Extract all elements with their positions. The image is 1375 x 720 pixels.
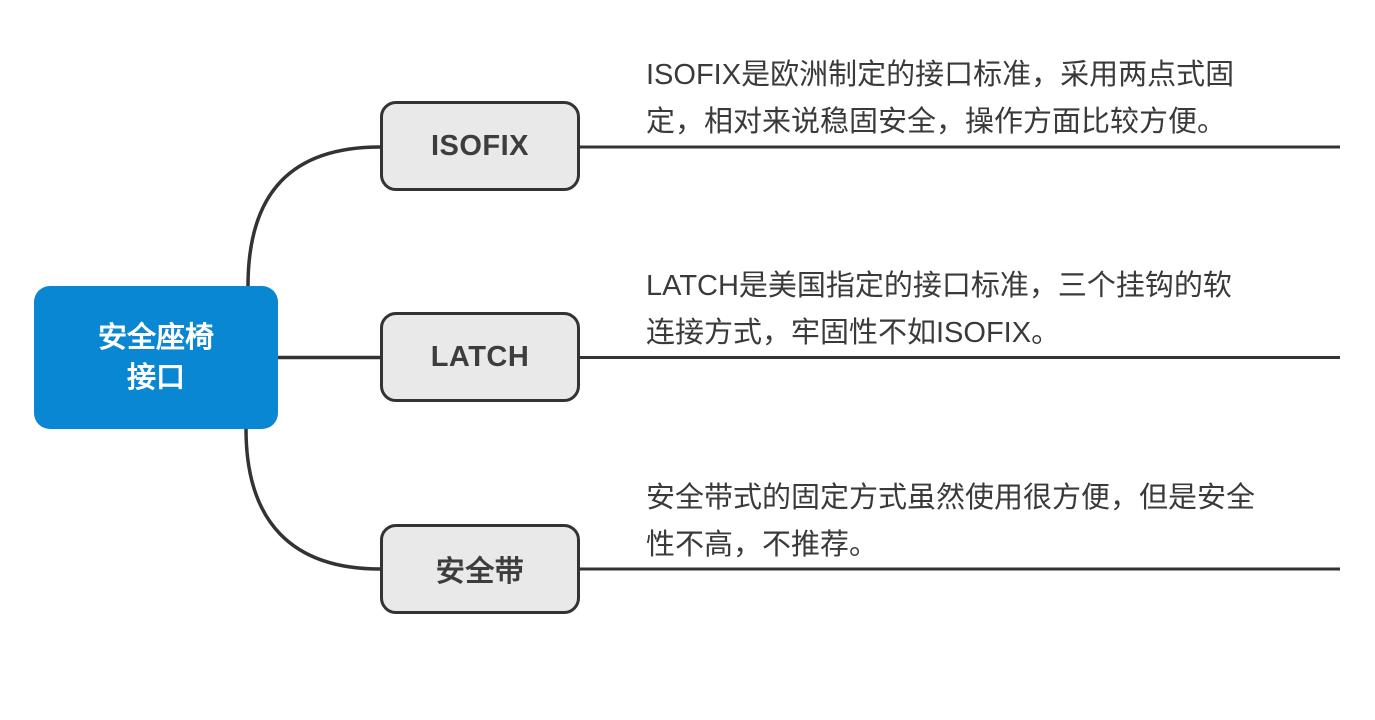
subtopic-seatbelt-description[interactable]: 安全带式的固定方式虽然使用很方便，但是安全 性不高，不推荐。 — [646, 475, 1346, 569]
root-topic[interactable]: 安全座椅 接口 — [34, 286, 278, 429]
topic-latch[interactable]: LATCH — [380, 312, 580, 402]
subtopic-isofix-description-line1: ISOFIX是欧洲制定的接口标准，采用两点式固 — [646, 59, 1235, 91]
branch-curve-root-to-seatbelt — [244, 428, 381, 571]
root-topic-label-line1: 安全座椅 — [97, 321, 214, 354]
topic-latch-label: LATCH — [430, 340, 530, 373]
subtopic-seatbelt-description-line1: 安全带式的固定方式虽然使用很方便，但是安全 — [646, 482, 1256, 514]
subtopic-seatbelt-description-line2: 性不高，不推荐。 — [646, 529, 879, 561]
branch-curve-root-to-isofix — [246, 145, 381, 287]
subtopic-latch-description-line1: LATCH是美国指定的接口标准，三个挂钩的软 — [646, 270, 1232, 302]
topic-isofix-label: ISOFIX — [430, 129, 530, 162]
topic-seatbelt-label: 安全带 — [435, 556, 525, 588]
topic-isofix[interactable]: ISOFIX — [380, 101, 580, 191]
topic-seatbelt[interactable]: 安全带 — [380, 524, 580, 614]
subtopic-latch-description[interactable]: LATCH是美国指定的接口标准，三个挂钩的软 连接方式，牢固性不如ISOFIX。 — [646, 263, 1346, 357]
root-topic-label-line2: 接口 — [126, 361, 185, 394]
subtopic-latch-description-line2: 连接方式，牢固性不如ISOFIX。 — [646, 317, 1061, 349]
subtopic-isofix-description[interactable]: ISOFIX是欧洲制定的接口标准，采用两点式固 定，相对来说稳固安全，操作方面比… — [646, 52, 1346, 146]
subtopic-isofix-description-line2: 定，相对来说稳固安全，操作方面比较方便。 — [646, 106, 1227, 138]
